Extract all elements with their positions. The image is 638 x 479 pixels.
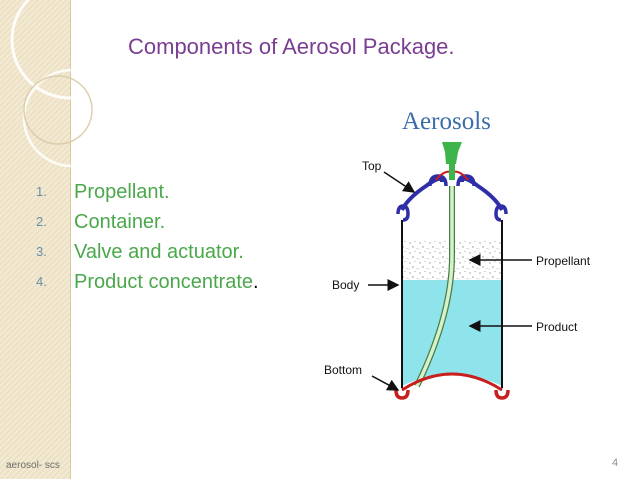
bottom-curl-left xyxy=(394,389,410,400)
list-item-text: Propellant. xyxy=(74,181,170,203)
bottom-curl-right xyxy=(494,389,510,400)
diagram-heading: Aerosols xyxy=(402,108,491,135)
list-item-number: 2. xyxy=(36,214,47,229)
label-product: Product xyxy=(536,320,578,334)
label-bottom: Bottom xyxy=(324,363,362,377)
label-top: Top xyxy=(362,159,382,173)
can-bottom-dome xyxy=(401,372,503,392)
label-body: Body xyxy=(332,278,359,292)
list-item-period: . xyxy=(253,271,259,293)
list-item-number: 4. xyxy=(36,274,47,289)
valve-stem xyxy=(449,162,455,180)
valve-cup-left xyxy=(400,176,444,211)
arrow-bottom xyxy=(371,375,400,391)
list-item-number: 3. xyxy=(36,244,47,259)
page-number: 4 xyxy=(612,457,619,469)
list-item-number: 1. xyxy=(36,184,47,199)
slide-title: Components of Aerosol Package. xyxy=(128,34,455,59)
dip-tube xyxy=(415,186,454,387)
footer-text: aerosol- scs xyxy=(6,460,60,471)
valve-ring-left xyxy=(428,174,448,187)
decorative-side-band xyxy=(0,0,70,479)
actuator-button xyxy=(442,142,462,164)
arrow-top xyxy=(383,171,416,193)
top-curl-right xyxy=(494,204,508,222)
list-item-text: Product concentrate. xyxy=(74,267,259,297)
product-liquid-region xyxy=(402,280,502,386)
decorative-swirl-icon xyxy=(10,0,130,168)
list-item-text: Container. xyxy=(74,211,166,233)
aerosol-diagram: Aerosols Top Body Bottom Propellant Prod… xyxy=(324,108,591,400)
side-divider-line xyxy=(70,0,71,479)
valve-cup-right xyxy=(460,176,504,211)
list-item-text-main: Product concentrate xyxy=(74,271,253,293)
top-curl-left xyxy=(396,204,410,222)
label-propellant: Propellant xyxy=(536,254,591,268)
list-item-text: Valve and actuator. xyxy=(74,241,244,263)
valve-ring-right xyxy=(456,174,476,187)
